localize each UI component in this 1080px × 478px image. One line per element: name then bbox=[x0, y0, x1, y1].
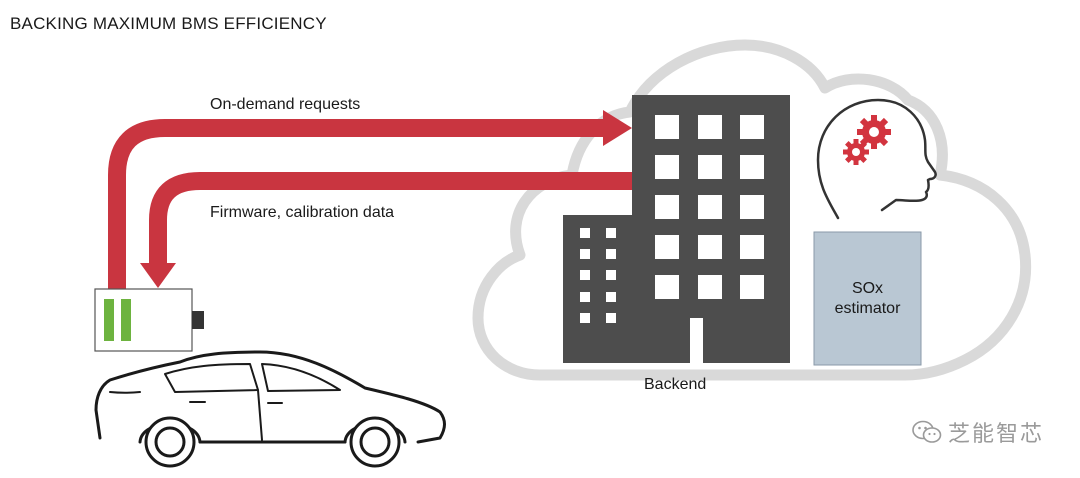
watermark-text: 芝能智芯 bbox=[948, 422, 1045, 447]
wechat-icon bbox=[912, 420, 942, 443]
response-arrow-label: Firmware, calibration data bbox=[210, 204, 395, 221]
watermark: 芝能智芯 bbox=[912, 416, 1044, 448]
sox-estimator-line2: estimator bbox=[834, 299, 901, 317]
cloud bbox=[472, 39, 1032, 381]
small-building bbox=[563, 215, 633, 363]
response-arrow bbox=[140, 172, 632, 288]
head-gears-icon bbox=[816, 98, 937, 220]
tall-building bbox=[632, 95, 790, 363]
sox-estimator-line1: SOx bbox=[851, 279, 884, 297]
request-arrow-label: On-demand requests bbox=[210, 96, 361, 113]
battery-icon bbox=[94, 288, 204, 352]
backend-label: Backend bbox=[644, 376, 707, 393]
diagram-title: BACKING MAXIMUM BMS EFFICIENCY bbox=[10, 14, 327, 33]
sox-estimator-box bbox=[813, 231, 922, 366]
car-icon bbox=[94, 350, 446, 468]
sox-estimator-label: SOx estimator bbox=[814, 232, 921, 365]
request-arrow bbox=[108, 110, 632, 290]
